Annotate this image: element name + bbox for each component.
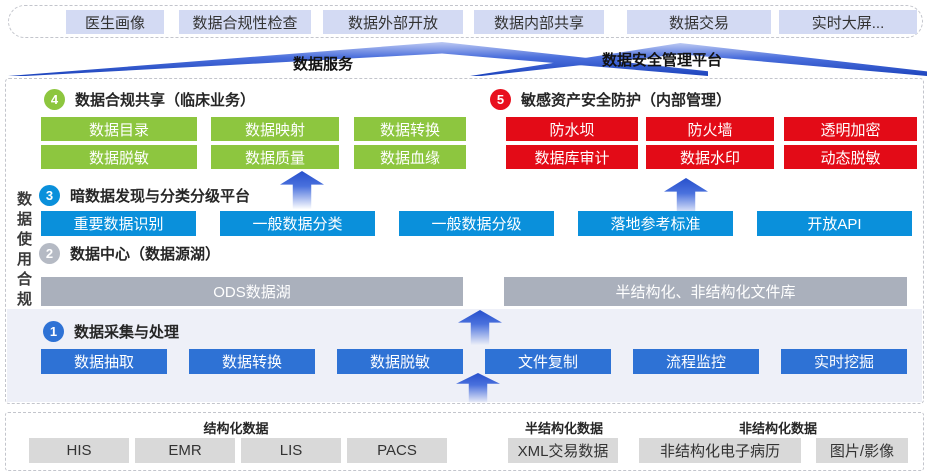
banner-label-security-platform: 数据安全管理平台 xyxy=(601,52,722,69)
s5-chip-dynamic-masking: 动态脱敏 xyxy=(784,145,917,169)
s5-chip-waterdam: 防水坝 xyxy=(506,117,638,141)
s3-chip-general-data-grade: 一般数据分级 xyxy=(399,211,554,236)
section1-title: 数据采集与处理 xyxy=(74,324,180,341)
s2-bar-unstructured-store: 半结构化、非结构化文件库 xyxy=(504,277,907,306)
source-chip-image-media: 图片/影像 xyxy=(816,438,908,463)
s4-chip-data-mapping: 数据映射 xyxy=(211,117,339,141)
s5-chip-db-audit: 数据库审计 xyxy=(506,145,638,169)
section5-number-badge: 5 xyxy=(490,89,511,110)
s1-chip-data-masking: 数据脱敏 xyxy=(337,349,463,374)
s2-bar-ods-lake: ODS数据湖 xyxy=(41,277,463,306)
section1-header: 1 数据采集与处理 xyxy=(43,321,179,342)
section5-header: 5 敏感资产安全防护（内部管理） xyxy=(490,89,731,110)
s1-chip-data-transform: 数据转换 xyxy=(189,349,315,374)
service-chip-compliance-check: 数据合规性检查 xyxy=(179,10,311,34)
service-chip-realtime-screen: 实时大屏... xyxy=(779,10,917,34)
s5-chip-data-watermark: 数据水印 xyxy=(646,145,774,169)
source-chip-unstructured-emr: 非结构化电子病历 xyxy=(639,438,801,463)
service-chip-data-trade: 数据交易 xyxy=(627,10,771,34)
s4-chip-data-quality: 数据质量 xyxy=(211,145,339,169)
source-chip-his: HIS xyxy=(29,438,129,463)
source-chip-pacs: PACS xyxy=(347,438,447,463)
side-label-data-usage-compliance: 数据使用合规 xyxy=(15,191,32,311)
s3-chip-general-data-classify: 一般数据分类 xyxy=(220,211,375,236)
unstructured-data-title: 非结构化数据 xyxy=(738,421,817,436)
source-chip-emr: EMR xyxy=(135,438,235,463)
s5-chip-firewall: 防火墙 xyxy=(646,117,774,141)
section5-title: 敏感资产安全防护（内部管理） xyxy=(521,92,732,109)
section4-title: 数据合规共享（临床业务） xyxy=(75,92,256,109)
banner-label-data-service: 数据服务 xyxy=(292,56,353,73)
s1-chip-realtime-mining: 实时挖掘 xyxy=(781,349,907,374)
section3-number-badge: 3 xyxy=(39,185,60,206)
section4-header: 4 数据合规共享（临床业务） xyxy=(44,89,255,110)
s3-chip-open-api: 开放API xyxy=(757,211,912,236)
s4-chip-data-transform: 数据转换 xyxy=(354,117,466,141)
section3-header: 3 暗数据发现与分类分级平台 xyxy=(39,185,250,206)
structured-data-title: 结构化数据 xyxy=(203,421,269,436)
semi-structured-data-title: 半结构化数据 xyxy=(524,421,603,436)
s1-chip-process-monitor: 流程监控 xyxy=(633,349,759,374)
section4-number-badge: 4 xyxy=(44,89,65,110)
s5-chip-transparent-encryption: 透明加密 xyxy=(784,117,917,141)
s1-chip-file-copy: 文件复制 xyxy=(485,349,611,374)
up-arrow-icon xyxy=(280,171,324,209)
platform-box: 数据使用合规 4 数据合规共享（临床业务） 数据目录 数据映射 数据转换 数据脱… xyxy=(5,78,924,404)
s4-chip-data-lineage: 数据血缘 xyxy=(354,145,466,169)
source-chip-lis: LIS xyxy=(241,438,341,463)
s3-chip-important-data-identify: 重要数据识别 xyxy=(41,211,196,236)
source-chip-xml-trade-data: XML交易数据 xyxy=(508,438,618,463)
section2-number-badge: 2 xyxy=(39,243,60,264)
s4-chip-data-catalog: 数据目录 xyxy=(41,117,197,141)
section1-number-badge: 1 xyxy=(43,321,64,342)
service-chip-doctor-portrait: 医生画像 xyxy=(66,10,164,34)
s4-chip-data-masking: 数据脱敏 xyxy=(41,145,197,169)
section2-header: 2 数据中心（数据源湖） xyxy=(39,243,220,264)
service-chip-internal-share: 数据内部共享 xyxy=(474,10,604,34)
section2-title: 数据中心（数据源湖） xyxy=(70,246,221,263)
section3-title: 暗数据发现与分类分级平台 xyxy=(70,188,251,205)
s1-chip-data-extract: 数据抽取 xyxy=(41,349,167,374)
data-sources-box: 结构化数据 半结构化数据 非结构化数据 HIS EMR LIS PACS XML… xyxy=(5,412,924,471)
service-bar: 医生画像 数据合规性检查 数据外部开放 数据内部共享 数据交易 实时大屏... xyxy=(8,5,923,38)
s3-chip-reference-standard: 落地参考标准 xyxy=(578,211,733,236)
service-chip-external-open: 数据外部开放 xyxy=(323,10,463,34)
